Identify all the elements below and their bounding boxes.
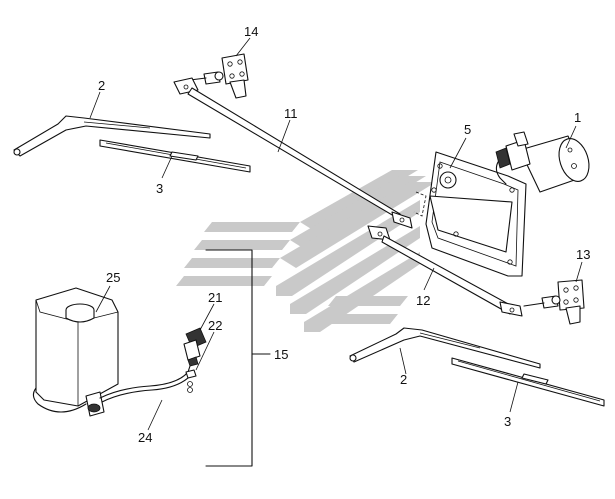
callout-1: 1 xyxy=(574,110,581,125)
callout-5: 5 xyxy=(464,122,471,137)
callout-3-lower: 3 xyxy=(504,414,511,429)
callout-2-upper: 2 xyxy=(98,78,105,93)
washer-nozzle xyxy=(183,327,207,393)
callout-labels: 1 2 2 3 3 5 11 12 13 14 15 21 22 24 25 xyxy=(98,24,590,445)
wiper-blade-upper xyxy=(99,139,251,173)
group-bracket-15 xyxy=(205,249,271,467)
washer-hose xyxy=(99,365,193,403)
leader-lines xyxy=(89,37,583,431)
wiper-blade-lower xyxy=(451,357,605,407)
callout-13: 13 xyxy=(576,247,590,262)
wiper-arm-upper xyxy=(13,115,211,157)
callout-12: 12 xyxy=(416,293,430,308)
callout-14: 14 xyxy=(244,24,258,39)
callout-22: 22 xyxy=(208,318,222,333)
wiper-motor xyxy=(495,131,590,193)
callout-21: 21 xyxy=(208,290,222,305)
callout-24: 24 xyxy=(138,430,152,445)
bracket-lower xyxy=(523,279,585,325)
mounting-plate xyxy=(413,151,527,277)
wiper-arm-lower xyxy=(349,327,541,369)
link-rod-upper xyxy=(173,77,413,229)
watermark-logo xyxy=(176,170,436,332)
washer-reservoir xyxy=(32,287,119,417)
callout-3-upper: 3 xyxy=(156,181,163,196)
callout-11: 11 xyxy=(284,106,298,121)
link-rod-lower xyxy=(367,225,523,317)
bracket-upper xyxy=(189,53,249,99)
callout-15: 15 xyxy=(274,347,288,362)
callout-2-lower: 2 xyxy=(400,372,407,387)
callout-25: 25 xyxy=(106,270,120,285)
